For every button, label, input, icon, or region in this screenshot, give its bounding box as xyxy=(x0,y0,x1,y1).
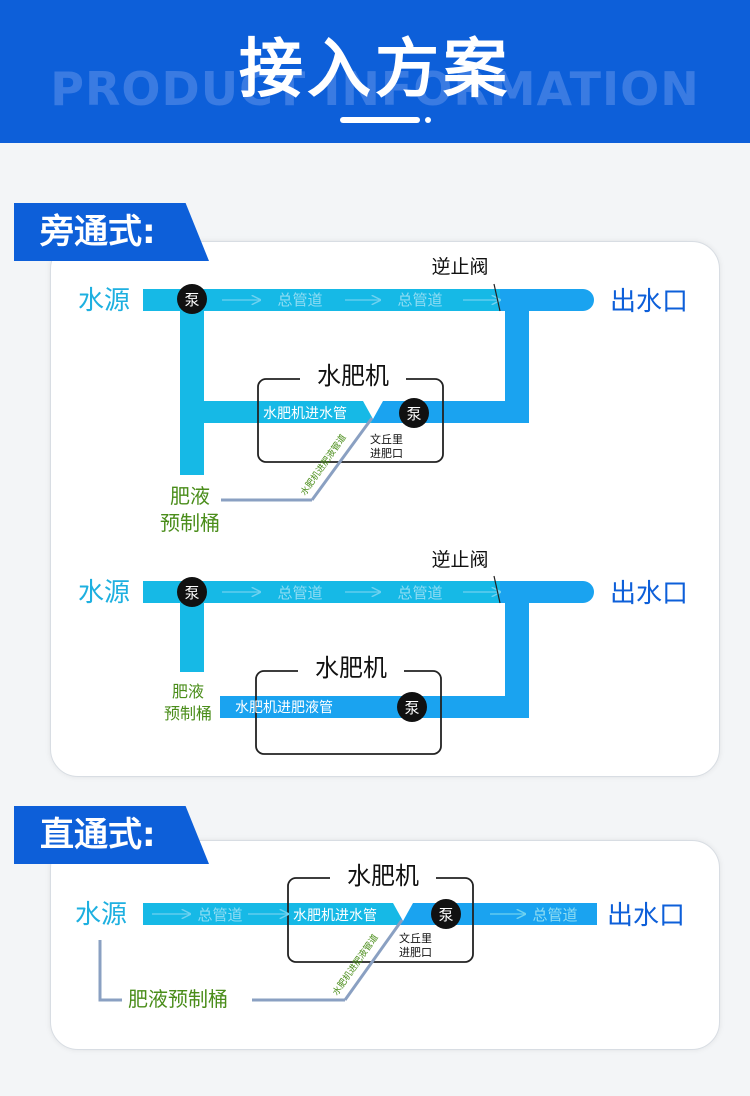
in-main-pipe-label-2: 总管道 xyxy=(532,906,577,924)
inline-section-tag: 直通式: xyxy=(14,806,209,864)
header-background-text: PRODUCT INFORMATION xyxy=(50,62,700,116)
d1-branch-pipe xyxy=(180,401,372,423)
in-machine-label: 水肥机 xyxy=(347,862,419,890)
d2-tank-label-1: 肥液 xyxy=(172,682,204,701)
d2-source-label: 水源 xyxy=(78,578,130,608)
bypass-diagram-1: 水源 泵 总管道 总管道 逆止阀 出水口 水肥机 水肥机进水管 泵 文丘里 进肥… xyxy=(78,256,688,535)
d1-left-down-pipe xyxy=(180,300,204,475)
in-venturi xyxy=(393,903,413,921)
d1-pump-icon xyxy=(177,284,207,314)
d2-main-pipe-label-1: 总管道 xyxy=(277,584,322,602)
inline-diagram: 水源 总管道 水肥机 水肥机进水管 泵 文丘里 进肥口 总管道 出水口 水肥机进… xyxy=(75,862,685,1011)
d1-venturi-label-1: 文丘里 xyxy=(370,432,403,446)
page-title: 接入方案 xyxy=(239,33,511,107)
d2-pump-label: 泵 xyxy=(184,584,199,602)
d1-machine-inlet-label: 水肥机进水管 xyxy=(263,406,347,422)
d1-venturi xyxy=(363,401,383,419)
in-tank-connector xyxy=(98,940,122,1002)
d1-fert-pipe-label: 水肥机进肥液管道 xyxy=(298,432,349,498)
d2-check-valve-label: 逆止阀 xyxy=(431,549,488,571)
in-machine-pump-icon xyxy=(431,899,461,929)
d1-machine-label: 水肥机 xyxy=(317,362,389,390)
in-outlet-label: 出水口 xyxy=(607,901,685,931)
d1-outlet-label: 出水口 xyxy=(610,287,688,317)
d1-tank-label-2: 预制桶 xyxy=(160,511,220,535)
d1-check-valve-marker xyxy=(493,283,501,312)
d1-machine-pump-icon xyxy=(399,398,429,428)
d2-machine-pump-label: 泵 xyxy=(404,699,419,717)
d1-tank-label-1: 肥液 xyxy=(170,484,210,508)
d1-main-pipe-label-2: 总管道 xyxy=(397,291,442,309)
in-venturi-label-2: 进肥口 xyxy=(399,946,432,959)
d1-pump-label: 泵 xyxy=(184,291,199,309)
d2-machine-pump-icon xyxy=(397,692,427,722)
bypass-card xyxy=(50,241,720,777)
bypass-diagram-2: 水源 泵 总管道 总管道 逆止阀 出水口 水肥机 水肥机进肥液管 泵 肥液 预制… xyxy=(78,549,688,755)
d2-machine-label: 水肥机 xyxy=(315,654,387,682)
d2-outlet-label: 出水口 xyxy=(610,579,688,609)
d1-main-pipe-label-1: 总管道 xyxy=(277,291,322,309)
in-machine-pump-label: 泵 xyxy=(438,906,453,924)
d1-source-label: 水源 xyxy=(78,286,130,316)
d2-tank-label-2: 预制桶 xyxy=(164,704,212,723)
bypass-section-tag: 旁通式: xyxy=(14,203,209,261)
d1-return-pipe xyxy=(372,401,529,423)
d1-main-pipe xyxy=(143,289,505,311)
d2-check-valve-marker xyxy=(493,575,501,604)
title-underline-dot xyxy=(425,117,431,123)
in-venturi-label-1: 文丘里 xyxy=(399,931,432,945)
d2-pump-icon xyxy=(177,577,207,607)
in-source-label: 水源 xyxy=(75,900,127,930)
d2-machine-inlet-label: 水肥机进肥液管 xyxy=(235,700,333,716)
d2-main-pipe xyxy=(143,581,505,603)
in-tank-label: 肥液预制桶 xyxy=(128,987,228,1011)
header-banner: PRODUCT INFORMATION 接入方案 xyxy=(0,0,750,143)
d1-machine-pump-label: 泵 xyxy=(406,405,421,423)
in-machine-inlet-label: 水肥机进水管 xyxy=(293,908,377,924)
d1-venturi-label-2: 进肥口 xyxy=(370,447,403,460)
title-underline xyxy=(340,117,420,123)
d2-machine-fert-pipe xyxy=(220,696,529,718)
d1-check-valve-label: 逆止阀 xyxy=(431,256,488,278)
d2-main-pipe-label-2: 总管道 xyxy=(397,584,442,602)
in-main-pipe-label-1: 总管道 xyxy=(197,906,242,924)
